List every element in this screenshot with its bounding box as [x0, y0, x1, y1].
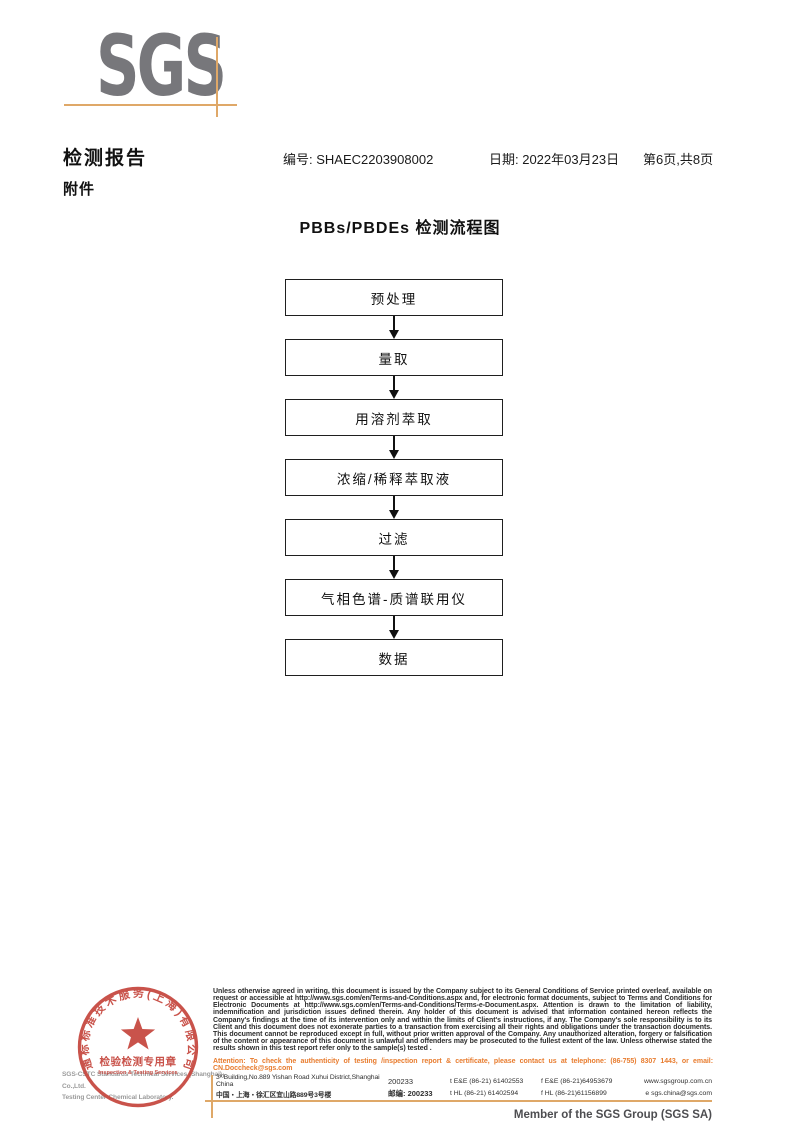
address-en: 3ʳᵈBuilding,No.889 Yishan Road Xuhui Dis…	[216, 1074, 380, 1089]
phone-ee: t E&E (86-21) 61402553	[450, 1077, 524, 1085]
flow-step-concentrate-dilute: 浓缩/稀释萃取液	[285, 459, 503, 496]
legal-text: Unless otherwise agreed in writing, this…	[213, 988, 712, 1053]
phone-hl: t HL (86-21) 61402594	[450, 1090, 519, 1098]
report-date: 日期: 2022年03月23日	[489, 152, 620, 167]
stamp-label-en: Inspection & Testing Services	[98, 1070, 177, 1076]
footer-crosshair-horizontal	[205, 1100, 712, 1102]
postcode-cn: 邮编: 200233	[388, 1089, 433, 1099]
footer-crosshair-vertical	[211, 1075, 213, 1118]
flow-step-measure: 量取	[285, 339, 503, 376]
arrow-down-icon	[389, 556, 399, 579]
address-cn: 中国・上海・徐汇区宜山路889号3号楼	[216, 1091, 332, 1099]
inspection-stamp-icon: 通标标准技术服务(上海)有限公司 检验检测专用章 Inspection & Te…	[77, 986, 199, 1108]
flow-step-filter: 过滤	[285, 519, 503, 556]
company-name: SGS-CSTC Standards Technical Services (S…	[62, 1069, 234, 1104]
attention-text: Attention: To check the authenticity of …	[213, 1057, 713, 1072]
stamp-label-cn: 检验检测专用章	[100, 1055, 177, 1068]
arrow-down-icon	[389, 616, 399, 639]
flow-step-gcms: 气相色谱-质谱联用仪	[285, 579, 503, 616]
flowchart-title: PBBs/PBDEs 检测流程图	[299, 220, 501, 237]
arrow-down-icon	[389, 436, 399, 459]
report-number: 编号: SHAEC2203908002	[283, 152, 434, 167]
arrow-down-icon	[389, 316, 399, 339]
attachment-label: 附件	[63, 181, 96, 198]
company-name-line1: SGS-CSTC Standards Technical Services (S…	[62, 1071, 222, 1090]
arrow-down-icon	[389, 376, 399, 399]
star-icon	[120, 1017, 156, 1050]
fax-ee: f E&E (86-21)64953679	[541, 1077, 613, 1085]
logo-crosshair-horizontal	[64, 104, 237, 106]
address-row-en: 3ʳᵈBuilding,No.889 Yishan Road Xuhui Dis…	[216, 1074, 712, 1089]
flow-step-solvent-extraction: 用溶剂萃取	[285, 399, 503, 436]
logo-crosshair-vertical	[216, 37, 218, 117]
postcode-en: 200233	[388, 1076, 414, 1086]
arrow-down-icon	[389, 496, 399, 519]
website: www.sgsgroup.com.cn	[644, 1077, 712, 1085]
email: e sgs.china@sgs.com	[645, 1090, 712, 1098]
flow-step-pretreatment: 预处理	[285, 279, 503, 316]
fax-hl: f HL (86-21)61156899	[541, 1090, 607, 1098]
member-note: Member of the SGS Group (SGS SA)	[513, 1109, 712, 1121]
address-row-cn: 中国・上海・徐汇区宜山路889号3号楼 邮编: 200233 t HL (86-…	[216, 1088, 712, 1101]
flow-step-data: 数据	[285, 639, 503, 676]
page-indicator: 第6页,共8页	[643, 152, 714, 167]
report-title: 检测报告	[63, 148, 148, 169]
company-name-line2: Testing Center-Chemical Laboratory.	[62, 1094, 174, 1101]
address-block: 3ʳᵈBuilding,No.889 Yishan Road Xuhui Dis…	[216, 1074, 712, 1101]
sgs-logo: SGS	[96, 17, 227, 115]
flowchart: 预处理 量取 用溶剂萃取 浓缩/稀释萃取液 过滤 气相色谱-质谱联用仪 数据	[285, 279, 503, 676]
